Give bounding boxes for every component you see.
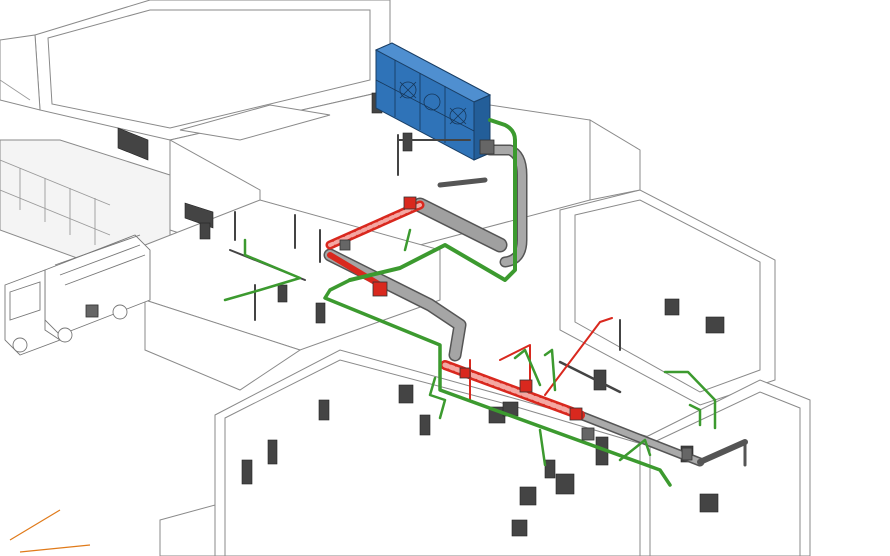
louvre-7 <box>398 384 414 404</box>
building-massing <box>0 0 811 556</box>
louvre-10 <box>241 459 253 485</box>
central-block-face <box>144 299 302 391</box>
louvre-15 <box>555 473 575 495</box>
louvre-4 <box>277 284 288 303</box>
louvre-16 <box>511 519 528 537</box>
ahu-icon <box>374 42 492 161</box>
right-wall <box>589 119 641 201</box>
louvre-8 <box>419 414 431 436</box>
louvre-6 <box>318 399 330 421</box>
terminal-icon <box>85 139 693 461</box>
window-1 <box>117 127 149 161</box>
louvre-3 <box>199 222 211 240</box>
louvre-2 <box>402 132 413 152</box>
front-right-parapet <box>649 391 801 556</box>
fire-truck-icon <box>4 234 151 356</box>
louvre-5 <box>315 302 326 324</box>
louvre-14 <box>544 459 556 479</box>
louvre-20 <box>705 316 725 334</box>
right-wing-parapet <box>574 199 761 393</box>
lower-front-parapet <box>224 359 646 556</box>
louvre-19 <box>664 298 680 316</box>
stair-core <box>179 104 331 141</box>
left-roof <box>0 34 41 111</box>
louvre-21 <box>699 493 719 513</box>
green-duct-run <box>223 118 717 487</box>
bottom-left-volume <box>159 504 216 556</box>
window-2 <box>184 202 214 229</box>
louvre-9 <box>267 439 278 465</box>
upper-block-parapet <box>47 9 371 129</box>
louvre-13 <box>519 486 537 506</box>
